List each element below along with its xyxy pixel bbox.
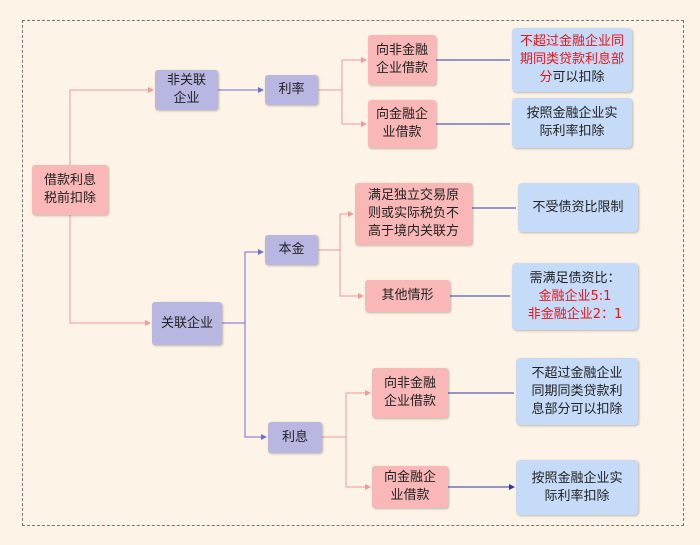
principal-node: 本金 (265, 235, 318, 265)
arm-length-node: 满足独立交易原则或实际税负不高于境内关联方 (355, 183, 472, 245)
root-node: 借款利息税前扣除 (32, 165, 108, 215)
other-label: 其他情形 (381, 288, 434, 303)
nr-non-fin-label: 向非金融企业借款 (375, 43, 428, 76)
interest-label: 利息 (281, 429, 308, 445)
nr-fin-label: 向金融企业借款 (375, 107, 428, 140)
debt-ratio-title: 需满足债资比： (529, 270, 621, 286)
r-non-fin-result: 不超过金融企业同期同类贷款利息部分可以扣除 (516, 358, 638, 425)
r-fin-label: 向金融企业借款 (383, 470, 436, 503)
arm-length-label: 满足独立交易原则或实际税负不高于境内关联方 (367, 188, 459, 239)
r-non-fin-result-label: 不超过金融企业同期同类贷款利息部分可以扣除 (531, 365, 623, 417)
diagram-frame (22, 20, 684, 526)
nr-non-fin-result: 不超过金融企业同期同类贷款利息部分可以扣除 (512, 28, 632, 92)
non-related-label: 非关联企业 (166, 73, 206, 106)
rate-node: 利率 (265, 75, 318, 105)
principal-label: 本金 (278, 242, 305, 257)
nr-fin-result: 按照金融企业实际利率扣除 (512, 98, 632, 148)
r-non-fin-label: 向非金融企业借款 (383, 376, 436, 409)
related-node: 关联企业 (152, 302, 222, 345)
nr-fin-node: 向金融企业借款 (368, 100, 436, 148)
arm-length-result: 不受债资比限制 (518, 183, 638, 232)
result-red-text: 不超过金融企业同期同类贷款利息部分 (519, 34, 624, 85)
non-related-node: 非关联企业 (155, 70, 218, 110)
nr-non-fin-node: 向非金融企业借款 (368, 35, 436, 85)
other-node: 其他情形 (365, 280, 450, 312)
r-fin-result: 按照金融企业实际利率扣除 (516, 460, 638, 515)
r-non-fin-node: 向非金融企业借款 (372, 368, 448, 418)
r-fin-node: 向金融企业借款 (372, 466, 448, 508)
nr-fin-result-label: 按照金融企业实际利率扣除 (526, 106, 618, 139)
debt-ratio-financial: 金融企业5:1 (538, 288, 612, 304)
root-label: 借款利息税前扣除 (43, 173, 96, 206)
rate-label: 利率 (278, 82, 305, 97)
arm-length-result-label: 不受债资比限制 (532, 199, 624, 215)
interest-node: 利息 (268, 422, 322, 453)
other-result: 需满足债资比： 金融企业5:1 非金融企业2：1 (512, 263, 638, 330)
debt-ratio-nonfinancial: 非金融企业2：1 (527, 306, 623, 322)
related-label: 关联企业 (160, 315, 213, 331)
result-black-text: 可以扣除 (552, 70, 605, 85)
r-fin-result-label: 按照金融企业实际利率扣除 (531, 470, 623, 504)
